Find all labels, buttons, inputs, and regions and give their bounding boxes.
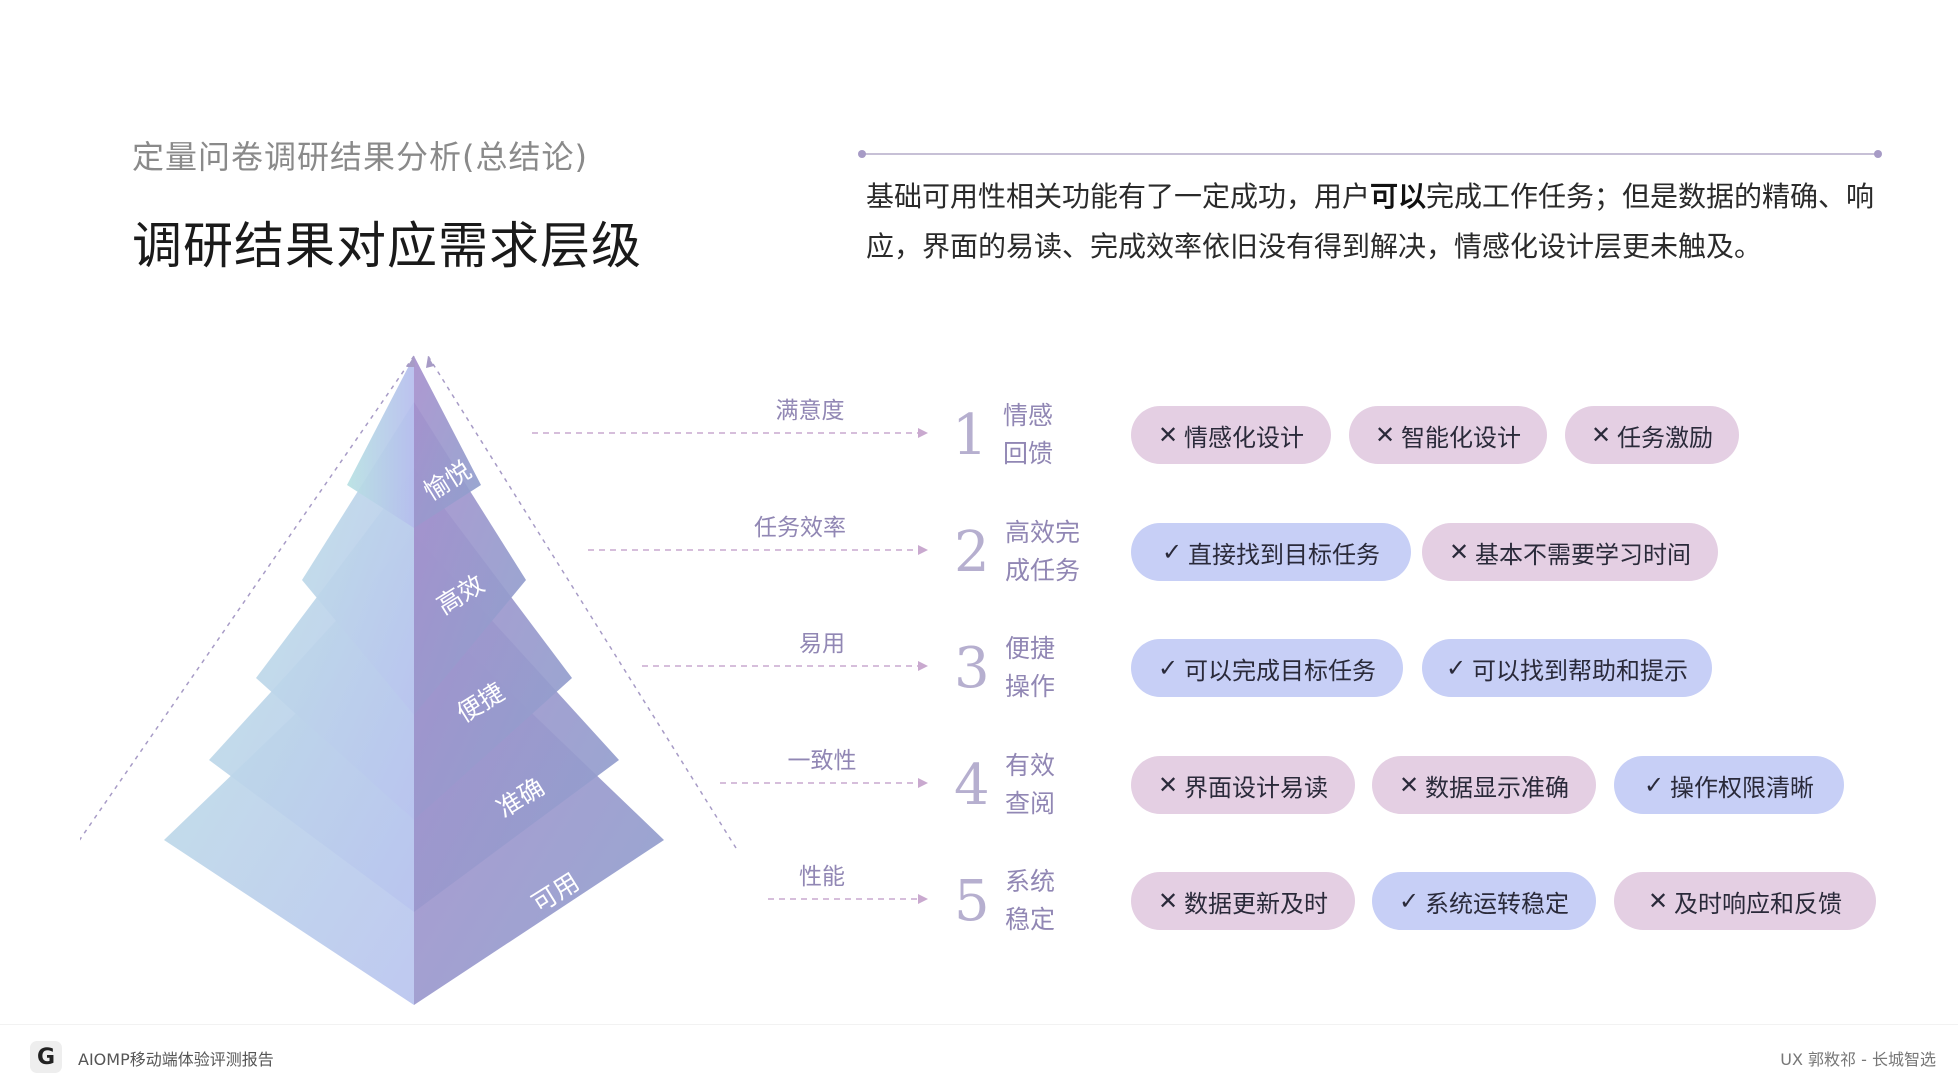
tag-label: 操作权限清晰 [1670,773,1815,802]
tag-label: 可以完成目标任务 [1184,656,1377,685]
tag-label: 界面设计易读 [1184,773,1329,802]
tag-not-achieved: ✕智能化设计 [1349,406,1547,464]
level-category-label: 任务效率 [754,515,846,541]
level-name: 有效查阅 [1005,747,1085,823]
cross-icon: ✕ [1398,771,1420,799]
level-category-label: 一致性 [787,748,857,774]
level-name-line: 回馈 [1003,439,1054,468]
summary-bold: 可以 [1370,180,1427,213]
tag-not-achieved: ✕基本不需要学习时间 [1422,523,1718,581]
tag-label: 及时响应和反馈 [1674,889,1843,918]
tag-achieved: ✓操作权限清晰 [1614,756,1844,814]
level-name-line: 有效 [1005,751,1056,780]
tag-not-achieved: ✕情感化设计 [1131,406,1331,464]
summary-part-2: 完成工作任务；但是数据的精确、响应，界面的易读、完成效率依旧没有得到解决，情感化… [866,180,1875,263]
pyramid-arrow-left [407,356,415,367]
tag-not-achieved: ✕数据更新及时 [1131,872,1355,930]
arrow-right-icon [918,428,928,438]
level-number: 3 [954,636,990,701]
tag-achieved: ✓直接找到目标任务 [1131,523,1411,581]
footer: G AIOMP移动端体验评测报告 UX 郭敉祁 - 长城智选 [0,1024,1958,1092]
summary-part-1: 基础可用性相关功能有了一定成功，用户 [866,180,1371,213]
brand-logo-icon: G [30,1041,62,1073]
level-name-line: 查阅 [1005,789,1056,818]
tag-label: 可以找到帮助和提示 [1472,656,1689,685]
tag-achieved: ✓系统运转稳定 [1372,872,1596,930]
arrow-right-icon [918,661,928,671]
tag-label: 数据更新及时 [1184,889,1329,918]
cross-icon: ✕ [1647,887,1669,915]
level-name: 高效完成任务 [1005,514,1085,590]
summary-divider [858,150,1882,158]
level-number: 2 [954,520,990,585]
level-name-line: 情感 [1003,401,1054,430]
arrow-right-icon [918,778,928,788]
level-number: 1 [952,403,988,468]
tag-not-achieved: ✕任务激励 [1565,406,1739,464]
level-name-line: 系统 [1005,867,1056,896]
level-category-label: 性能 [799,864,845,890]
check-icon: ✓ [1445,654,1467,682]
arrow-right-icon [918,894,928,904]
pyramid-guide-left [80,355,415,841]
cross-icon: ✕ [1157,771,1179,799]
pyramid-layer-left-face [347,356,414,528]
check-icon: ✓ [1643,771,1665,799]
level-number: 4 [954,753,990,818]
tag-not-achieved: ✕及时响应和反馈 [1614,872,1876,930]
tag-label: 基本不需要学习时间 [1475,540,1692,569]
cross-icon: ✕ [1157,421,1179,449]
level-name-line: 便捷 [1005,634,1056,663]
page-subtitle: 定量问卷调研结果分析(总结论) [132,138,588,176]
level-number: 5 [954,869,990,934]
tag-not-achieved: ✕界面设计易读 [1131,756,1355,814]
tag-label: 系统运转稳定 [1425,889,1570,918]
tag-label: 直接找到目标任务 [1188,540,1381,569]
cross-icon: ✕ [1374,421,1396,449]
tag-achieved: ✓可以完成目标任务 [1131,639,1403,697]
summary-text: 基础可用性相关功能有了一定成功，用户可以完成工作任务；但是数据的精确、响应，界面… [866,172,1906,272]
tag-label: 智能化设计 [1401,423,1522,452]
page-title: 调研结果对应需求层级 [132,217,642,275]
level-name: 系统稳定 [1005,863,1085,939]
footer-report-name: AIOMP移动端体验评测报告 [78,1050,274,1069]
check-icon: ✓ [1157,654,1179,682]
check-icon: ✓ [1398,887,1420,915]
level-name-line: 成任务 [1005,556,1081,585]
tag-achieved: ✓可以找到帮助和提示 [1422,639,1712,697]
cross-icon: ✕ [1590,421,1612,449]
pyramid-arrow-right [426,356,434,368]
tag-label: 任务激励 [1617,423,1714,452]
level-category-label: 易用 [799,631,845,657]
cross-icon: ✕ [1157,887,1179,915]
tag-label: 数据显示准确 [1425,773,1570,802]
level-name-line: 稳定 [1005,905,1056,934]
level-category-label: 满意度 [775,398,845,424]
pyramid-layer-right-face [414,356,481,528]
tag-label: 情感化设计 [1184,423,1305,452]
check-icon: ✓ [1161,538,1183,566]
pyramid-guide-right [427,355,737,849]
level-name: 便捷操作 [1005,630,1085,706]
level-name-line: 操作 [1005,672,1056,701]
cross-icon: ✕ [1448,538,1470,566]
level-name-line: 高效完 [1005,518,1081,547]
pyramid-layers [164,356,664,1005]
level-name: 情感回馈 [1003,397,1083,473]
footer-author: UX 郭敉祁 - 长城智选 [1780,1050,1936,1069]
tag-not-achieved: ✕数据显示准确 [1372,756,1596,814]
arrow-right-icon [918,545,928,555]
